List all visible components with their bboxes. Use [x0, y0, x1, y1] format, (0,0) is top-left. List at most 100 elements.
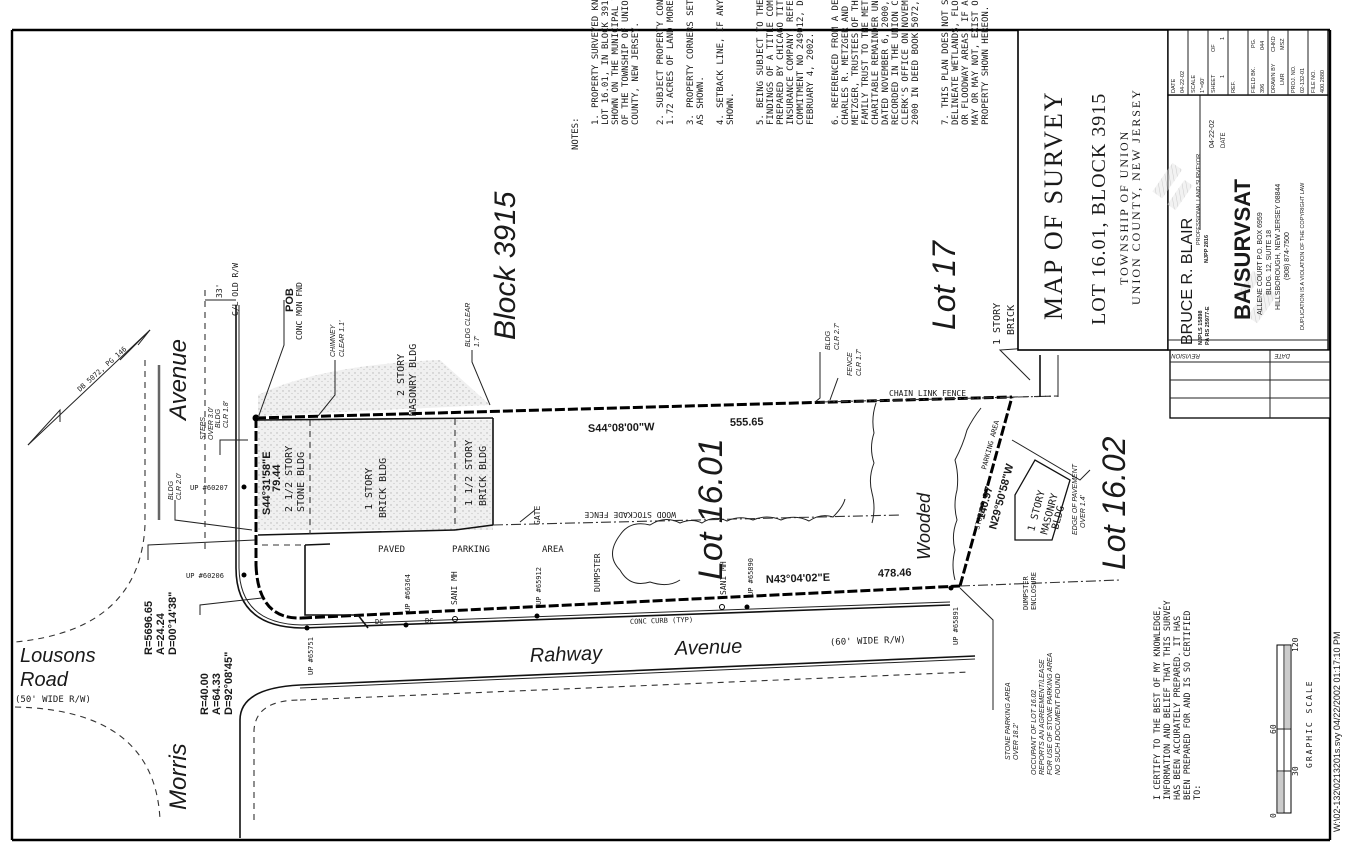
- info-value-pg: 044: [1260, 41, 1266, 50]
- street-label-rahway: Rahway: [529, 642, 603, 667]
- utility-poles: [241, 484, 954, 631]
- parking-label: PARKING: [452, 545, 490, 555]
- paved-label: PAVED: [378, 545, 405, 555]
- lot-label-16-01: Lot 16.01: [692, 438, 730, 580]
- bldg-clr27-2: CLR 2.7': [834, 322, 841, 350]
- steps-label-1: STEPS: [200, 417, 207, 440]
- steps-label-2: OVER 3.0': [208, 406, 215, 440]
- note-6-line: RECORDED IN THE UNION COUNTY: [891, 0, 901, 125]
- note-5-line: COMMITMENT NO 249012, DATED: [796, 0, 806, 125]
- curve1-radius: R=5696.65: [143, 601, 155, 655]
- info-label-ref: REF.: [1231, 81, 1237, 93]
- old-row-label: C/L OLD R/W: [231, 263, 240, 316]
- occupant-note-2: REPORTS AN AGREEMENT/LEASE: [1039, 659, 1046, 775]
- curve2-arc: A=64.33: [211, 673, 223, 715]
- conc-curb-label: CONC CURB (TYP): [630, 616, 693, 626]
- address-1: ALLENE COURT P.O. BOX 6959: [1257, 212, 1264, 315]
- pob-desc: CONC MON FND: [295, 282, 304, 340]
- note-1-line: LOT 16.01, IN BLOCK 3915 AS: [601, 0, 611, 125]
- bldg-clear-1: BLDG CLEAR: [465, 303, 472, 347]
- bldg-stone-line1: 2 1/2 STORY: [284, 446, 295, 512]
- up-60207: UP #60207: [190, 484, 228, 492]
- up-65912: UP #65912: [535, 567, 543, 605]
- street-label-avenue: Avenue: [673, 636, 742, 660]
- info-value-field-bk: 396: [1260, 84, 1266, 93]
- copyright-notice: DUPLICATION IS A VIOLATION OF THE COPYRI…: [1300, 182, 1306, 330]
- note-7-line: PROPERTY SHOWN HEREON.: [981, 6, 991, 125]
- up-65751: UP #65751: [307, 637, 315, 675]
- chain-link-fence: [819, 395, 1059, 403]
- occupant-note-1: OCCUPANT OF LOT 16.02: [1031, 690, 1038, 775]
- note-3-number: 3.: [686, 114, 696, 125]
- rahway-width: (60' WIDE R/W): [830, 635, 906, 648]
- address-3: HILLSBOROUGH, NEW JERSEY 08844: [1275, 184, 1282, 310]
- street-label-road: Road: [20, 669, 69, 691]
- note-6-number: 6.: [831, 114, 841, 125]
- signature-date: 04-22-02: [1209, 120, 1216, 148]
- scale-tick-60: 60: [1269, 724, 1278, 734]
- rahway-avenue-street: [299, 601, 976, 701]
- note-5-line: INSURANCE COMPANY, REFERENCED AS: [786, 0, 796, 125]
- note-6-line: REFERENCED FROM A DEED FROM: [831, 0, 841, 108]
- gate-label: GATE: [533, 506, 542, 525]
- street-label-morris-avenue: Avenue: [165, 339, 192, 422]
- building-complex: [257, 417, 494, 536]
- block-label: Block 3915: [489, 191, 522, 340]
- bearing-south: N43°04'02"E: [766, 572, 831, 586]
- dumpster-enclosure-2: ENCLOSURE: [1030, 572, 1038, 610]
- note-1-line: PROPERTY SURVEYED KNOWN AS: [591, 0, 601, 108]
- note-4-line: SHOWN.: [726, 92, 736, 125]
- bearing-north: S44°08'00"W: [588, 421, 656, 435]
- firm-logo: BA/SURVSAT: [1230, 178, 1255, 320]
- info-value-scale: 1"=60': [1200, 78, 1206, 93]
- wooded-label: Wooded: [914, 492, 934, 560]
- bldg-stone-line2: STONE BLDG: [296, 452, 307, 512]
- lot-label-17: Lot 17: [926, 240, 962, 330]
- offset-33: 33': [215, 284, 224, 298]
- map-subtitle: LOT 16.01, BLOCK 3915: [1088, 93, 1110, 325]
- bldg-lot17-line1: 1 STORY: [992, 303, 1003, 345]
- note-6-line: CHARITABLE REMAINDER UNITRUST II: [871, 0, 881, 125]
- curve1-arc: A=24.24: [155, 612, 167, 655]
- revision-date-header: DATE: [1273, 352, 1290, 358]
- revision-table: REVISION DATE: [1169, 349, 1331, 419]
- note-5-line: PREPARED BY CHICAGO TITLE: [776, 0, 786, 125]
- leader-lines: [147, 300, 1091, 710]
- bldg-brick-line2: BRICK BLDG: [378, 458, 389, 518]
- masonry-bldg-1-story: [1014, 459, 1071, 541]
- seal-stamp-icon: [1152, 162, 1278, 324]
- cert-line: I CERTIFY TO THE BEST OF MY KNOWLEDGE,: [1153, 606, 1163, 800]
- info-value-date: 04-22-02: [1180, 71, 1186, 93]
- dc-label-1: DC: [375, 618, 383, 626]
- edge-pavement-2: OVER 1.4': [1080, 494, 1087, 528]
- note-7-number: 7.: [941, 114, 951, 125]
- note-6-line: 2000 IN DEED BOOK 5072, PG 146.: [911, 0, 921, 125]
- cert-line: HAS BEEN ACCURATELY PREPARED. IT HAS: [1173, 616, 1183, 800]
- info-table: DATE 04-22-02 SCALE 1"=60' SHEET 1 OF 1 …: [1167, 29, 1329, 96]
- file-stamp: W:\02-132\0213201s.svy 04/22/2002 01:17:…: [1332, 632, 1342, 832]
- license-2: PA RS 25977-E: [1205, 306, 1211, 345]
- distance-north: 555.65: [730, 416, 764, 429]
- bldg-lot17-line2: BRICK: [1006, 305, 1017, 335]
- bldg-clr18-1: BLDG: [215, 408, 222, 428]
- stockade-fence-label: WOOD STOCKADE FENCE: [584, 510, 676, 519]
- info-label-proj-no: PROJ. NO.: [1291, 65, 1297, 93]
- scale-tick-120: 120: [1291, 637, 1300, 652]
- info-value-chkd: MSZ: [1280, 38, 1286, 50]
- street-label-morris: Morris: [165, 743, 192, 810]
- info-label-date: DATE: [1171, 78, 1177, 93]
- graphic-scale-label: GRAPHIC SCALE: [1305, 679, 1314, 768]
- info-label-of: OF: [1211, 44, 1217, 52]
- info-label-chkd: CHKD: [1271, 36, 1277, 52]
- north-arrow-icon: [27, 329, 151, 446]
- curve1-delta: D=00°14'38": [167, 592, 179, 655]
- bldg-brick-line1: 1 STORY: [364, 468, 375, 510]
- info-label-scale: SCALE: [1191, 75, 1197, 93]
- county-label: UNION COUNTY, NEW JERSEY: [1129, 88, 1143, 305]
- note-1-line: COUNTY, NEW JERSEY.: [631, 22, 641, 125]
- info-value-file-no: 400.2880: [1320, 70, 1326, 93]
- note-6-line: FAMILY TRUST TO THE METZGER: [861, 0, 871, 125]
- license-3: NJPP 2816: [1204, 235, 1210, 263]
- stone-over-2: OVER 18.2': [1013, 723, 1020, 760]
- surveyor-role: PROFESSIONAL LAND SURVEYOR: [1196, 154, 1202, 245]
